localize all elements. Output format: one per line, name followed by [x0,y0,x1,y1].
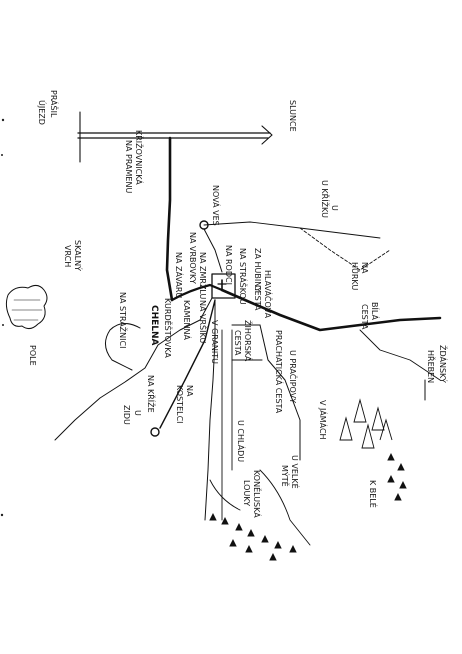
label-u-krizku-1: U [330,205,339,211]
label-v-jamach: V JÁMÁCH [318,400,329,440]
label-prachaticka-2: U PRAČIPOVY [288,350,299,403]
label-prasil: PRÁŠIL [49,90,60,118]
label-zdansky-2: HŘEBEN [426,350,436,383]
label-u-zidu-2: ZIDU [122,405,131,425]
label-na-kostelci-2: KOSTELCI [175,385,184,424]
secondary-paths [54,221,441,546]
label-u-granitu: V GRANITU [210,320,219,364]
label-u-velke-2: MÝTĚ [280,465,291,487]
label-na-krize: NA KŘÍŽE [146,375,157,413]
label-na-hurku-1: NA [360,262,369,274]
label-skalny-1: SKALNÝ [73,240,84,271]
top-road [77,111,273,163]
label-bila-cesta-2: CESTA [360,304,369,330]
label-skalny-2: VRCH [63,245,72,267]
label-slunce: SLUNCE [288,100,297,132]
label-u-krizku-2: U KŘÍŽKU [320,180,331,218]
label-ujezd: ÚJEZD [37,100,48,125]
label-za-hubiny: ZA HUBINY [253,248,262,292]
label-na-rodci: NA RODCI [224,245,233,285]
label-kamenna: KAMENNÁ [182,300,193,341]
label-koneluska-1: KONĚLUSKÁ [252,470,263,518]
label-chelna: CHELNA [149,305,159,346]
label-prachaticka-1: PRACHATICKÁ CESTA [274,330,285,414]
label-koneluska-2: LOUKY [242,480,251,506]
label-k-bele: K BELÉ [368,480,379,508]
label-na-zmrzlu: NA ZMRZLU [198,252,207,299]
label-zihorska-2: CESTA [233,330,242,356]
label-hlavacova-1: HLAVÁČOVA [263,270,274,319]
map-labels: PRÁŠIL ÚJEZD SLUNCE KŘIŽOVNICKÁ NA PRAME… [28,90,449,518]
label-u-velke-1: U VELKÉ [290,455,301,489]
label-na-hurku-2: HŮRKU [350,262,361,290]
label-zihorska-1: ŽIHORSKÁ [243,320,254,362]
label-krizovnicka-1: KŘIŽOVNICKÁ [134,130,145,185]
pond [5,284,48,330]
forest-symbols [209,398,407,561]
label-bila-cesta-1: BÍLÁ [370,302,381,320]
margin-marks [0,118,5,517]
label-u-chladu: U CHLÁDU [236,420,247,462]
label-na-vrbovky: NA VRBOVKY [188,232,197,284]
label-zdansky-1: ŽDÁNSKÝ [438,345,449,383]
label-na-straskou: NA STRÁŠKOU [238,248,249,305]
label-hlavacova-2: CESTA [253,285,262,311]
label-na-vrsiku: NA VRŠÍKU [198,300,209,344]
label-pole: POLE [28,345,37,366]
main-road [165,136,442,332]
label-krizovnicka-2: NA PRAMENU [124,140,133,193]
label-na-straznici: NA STRAŽNICI [118,292,129,348]
label-kurdestovka: KURDĚŠTOVKA [163,298,174,358]
label-na-zavaru: NA ZÁVARU [174,252,185,298]
label-nova-ves: NOVÁ VES [211,185,222,226]
label-na-kostelci-1: NA [185,385,194,397]
label-u-zidu-1: U [133,410,142,416]
